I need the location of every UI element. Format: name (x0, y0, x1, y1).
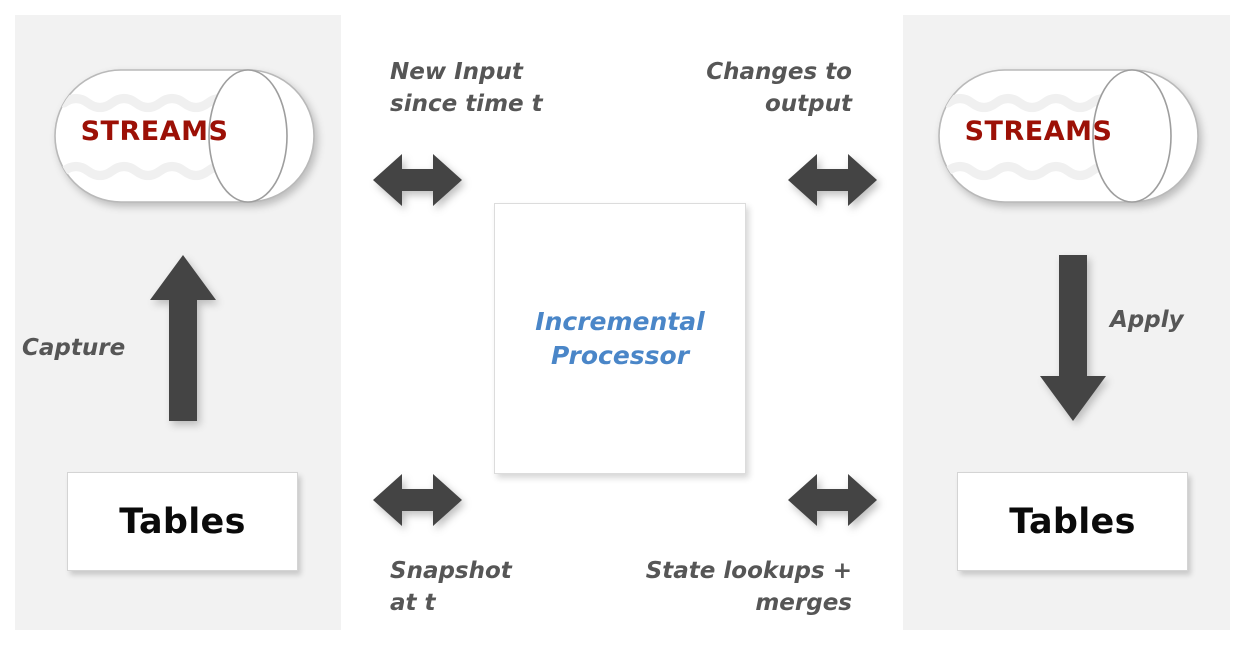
apply-down-arrow (1038, 253, 1108, 423)
double-headed-arrow-bottom-right (786, 471, 879, 529)
double-headed-arrow-bottom-left (371, 471, 464, 529)
tables-label-left: Tables (119, 501, 246, 542)
tables-box-right: Tables (957, 472, 1188, 571)
streams-cylinder-left: STREAMS (52, 67, 317, 205)
incremental-processor-box: Incremental Processor (494, 203, 746, 474)
tables-box-left: Tables (67, 472, 298, 571)
caption-state-lookups: State lookups + merges (645, 558, 852, 616)
apply-label: Apply (1110, 307, 1184, 333)
streams-cylinder-right: STREAMS (936, 67, 1201, 205)
capture-up-arrow (148, 253, 218, 423)
streams-label-left: STREAMS (80, 116, 229, 147)
streams-label-right: STREAMS (964, 116, 1113, 147)
incremental-processor-label: Incremental Processor (535, 307, 705, 370)
caption-snapshot-at-t: Snapshot at t (390, 558, 512, 616)
caption-new-input: New Input since time t (390, 59, 543, 117)
tables-label-right: Tables (1009, 501, 1136, 542)
double-headed-arrow-top-right (786, 151, 879, 209)
capture-label: Capture (22, 335, 126, 361)
double-headed-arrow-top-left (371, 151, 464, 209)
caption-changes-to-output: Changes to output (706, 59, 852, 117)
